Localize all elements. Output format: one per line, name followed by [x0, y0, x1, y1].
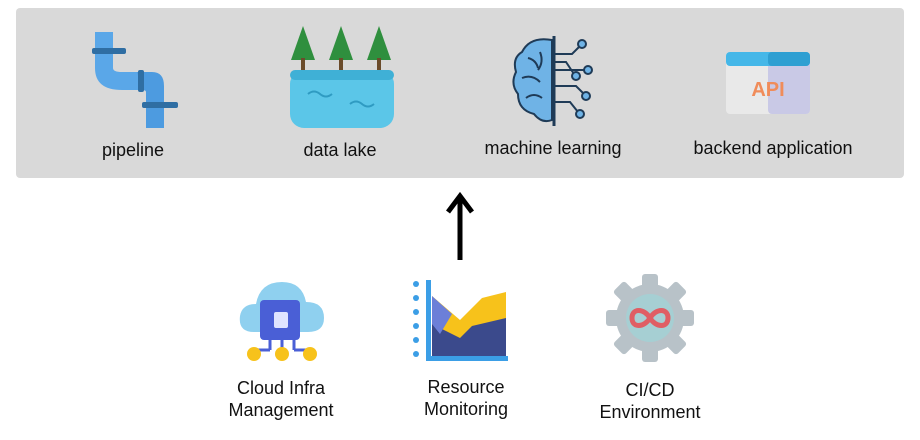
cicd-environment-label-line1: CI/CD	[625, 380, 675, 400]
data-lake-label: data lake	[303, 140, 377, 160]
cloud-infra-label-line1: Cloud Infra	[236, 378, 326, 398]
brain-circuit-icon	[512, 36, 593, 126]
cicd-environment-label: CI/CD Environment	[599, 379, 700, 423]
pipeline-label: pipeline	[101, 140, 165, 160]
api-window-icon: API	[726, 52, 810, 114]
resource-monitoring-label: Resource Monitoring	[424, 376, 508, 420]
cloud-infra-label: Cloud Infra Management	[228, 377, 333, 421]
gear-infinity-icon	[606, 274, 694, 362]
area-chart-icon	[413, 280, 508, 361]
resource-monitoring-label-line1: Resource	[427, 377, 505, 397]
cloud-infra-label-line2: Management	[228, 400, 334, 420]
backend-application-label: backend application	[693, 138, 853, 158]
cloud-chip-icon	[239, 282, 324, 361]
cicd-environment-label-line2: Environment	[599, 402, 701, 422]
resource-monitoring-label-line2: Monitoring	[423, 399, 509, 419]
up-arrow-icon	[446, 191, 474, 260]
svg-text:API: API	[751, 79, 784, 101]
lake-with-trees-icon	[290, 26, 394, 128]
pipe-icon	[92, 32, 178, 128]
machine-learning-label: machine learning	[484, 138, 622, 158]
